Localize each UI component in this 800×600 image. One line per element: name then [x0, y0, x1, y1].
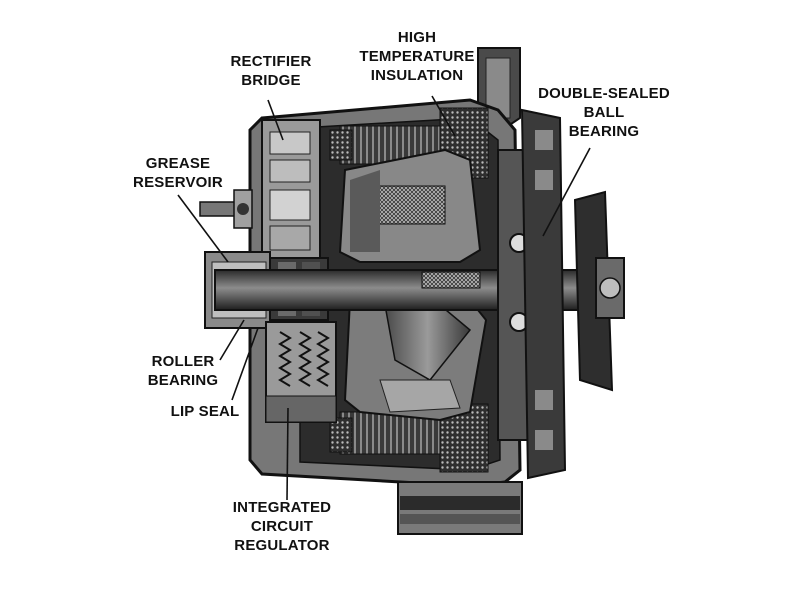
leader-lip-seal — [231, 327, 259, 401]
leader-high-temp-insulation — [431, 95, 456, 137]
output-terminal-stud — [199, 189, 253, 229]
drive-pulley — [573, 190, 625, 392]
integrated-circuit-regulator — [265, 321, 337, 423]
rectifier-bridge — [261, 119, 321, 259]
label-rectifier-bridge: RECTIFIER BRIDGE — [230, 53, 312, 89]
mounting-foot-bottom — [397, 481, 523, 535]
label-lip-seal: LIP SEAL — [170, 403, 240, 420]
label-high-temperature-insulation: HIGH TEMPERATURE INSULATION — [359, 29, 475, 84]
cooling-fan — [520, 108, 567, 480]
leader-roller-bearing — [219, 319, 245, 361]
label-integrated-circuit-regulator: INTEGRATED CIRCUIT REGULATOR — [232, 499, 332, 554]
leader-double-sealed-bearing — [542, 147, 591, 237]
leader-grease-reservoir — [177, 194, 229, 263]
label-grease-reservoir: GREASE RESERVOIR — [133, 155, 223, 191]
leader-rectifier-bridge — [267, 99, 284, 141]
label-double-sealed-ball-bearing: DOUBLE-SEALED BALL BEARING — [538, 85, 670, 140]
label-roller-bearing: ROLLER BEARING — [147, 353, 219, 389]
leader-ic-regulator — [286, 407, 289, 501]
rotor-poles-lower — [343, 299, 488, 422]
rotor-poles-upper — [338, 148, 482, 263]
leader-lines — [177, 95, 591, 501]
